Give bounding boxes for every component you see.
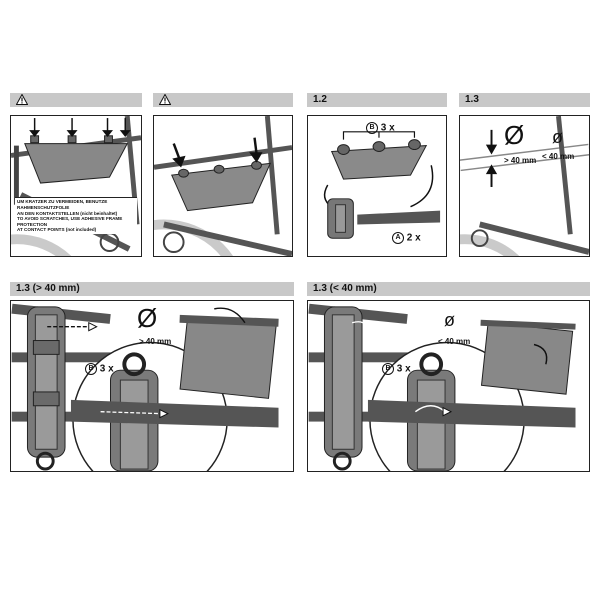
arrow-icon	[29, 118, 131, 137]
header-step-1-3: 1.3	[459, 93, 590, 107]
large-tube-strap-illustration	[11, 303, 279, 471]
panel-step-1-3-large-tube: Ø > 40 mm B 3 x	[10, 300, 294, 472]
tube-diameter-illustration	[460, 116, 589, 256]
less-than-40mm-label: < 40 mm	[438, 337, 471, 346]
panel-step-1-3-measure: Ø ø > 40 mm < 40 mm	[459, 115, 590, 257]
strap-b-count-label: B 3 x	[382, 363, 411, 375]
arrow-icon	[172, 137, 263, 168]
panel-frame-protection: UM KRATZER ZU VERMEIDEN, BENUTZE RAHMENS…	[10, 115, 142, 257]
frame-protection-notice: UM KRATZER ZU VERMEIDEN, BENUTZE RAHMENS…	[15, 197, 137, 234]
diameter-symbol: Ø	[137, 303, 158, 333]
bike-frame-illustration	[11, 116, 141, 256]
header-step-warning-1	[10, 93, 142, 107]
panel-attach-bag	[153, 115, 293, 257]
part-b-badge: B	[366, 122, 378, 134]
header-step-1-2: 1.2	[307, 93, 447, 107]
panel-step-1-2: B 3 x A 2 x	[307, 115, 447, 257]
part-b-badge: B	[85, 363, 97, 375]
diameter-small-symbol: ø	[552, 127, 563, 147]
greater-than-40mm-label: > 40 mm	[504, 156, 537, 165]
greater-than-40mm-label: > 40 mm	[139, 337, 172, 346]
bike-frame-bag-illustration	[154, 116, 292, 256]
header-step-1-3-small: 1.3 (< 40 mm)	[307, 282, 590, 296]
header-step-warning-2	[153, 93, 293, 107]
diameter-large-symbol: Ø	[504, 120, 525, 150]
strap-b-count-label: B 3 x	[366, 122, 395, 134]
strap-b-count-label: B 3 x	[85, 363, 114, 375]
arrow-icon	[485, 129, 498, 187]
part-b-badge: B	[382, 363, 394, 375]
velcro-straps-illustration	[323, 131, 441, 239]
header-step-1-3-large: 1.3 (> 40 mm)	[10, 282, 294, 296]
panel-step-1-3-small-tube: ø < 40 mm B 3 x	[307, 300, 590, 472]
small-tube-strap-illustration	[308, 303, 576, 471]
strap-a-count-label: A 2 x	[392, 232, 421, 244]
warning-triangle-icon	[16, 93, 28, 105]
part-a-badge: A	[392, 232, 404, 244]
less-than-40mm-label: < 40 mm	[542, 152, 575, 161]
warning-triangle-icon	[159, 93, 171, 105]
diameter-symbol: ø	[444, 310, 455, 330]
